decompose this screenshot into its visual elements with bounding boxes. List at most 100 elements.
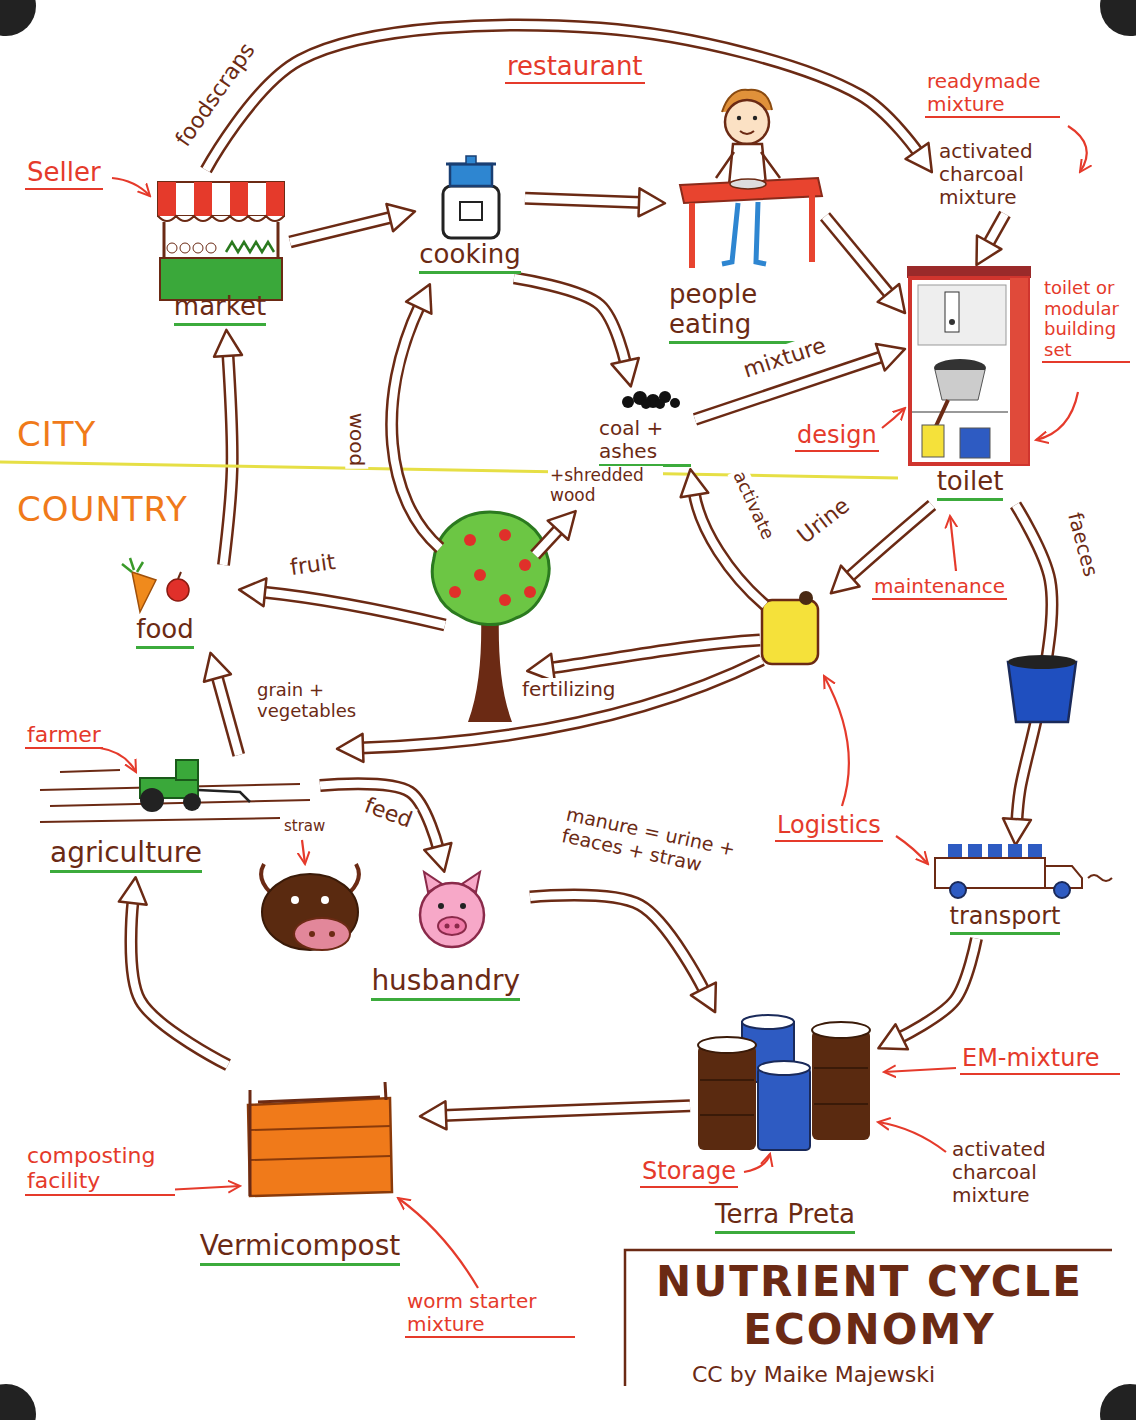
arrow-body — [825, 216, 890, 295]
transport-truck — [1054, 882, 1070, 898]
station-label: transport — [950, 903, 1061, 935]
cow-head — [294, 918, 350, 950]
flow-arrow — [290, 217, 393, 242]
apple-tree — [499, 594, 511, 606]
station-node: Terra Preta — [690, 1010, 880, 1238]
flow-arrow-drawing — [535, 528, 560, 555]
arrow-outline — [530, 895, 705, 992]
transport-truck — [950, 882, 966, 898]
role-label: Logistics — [775, 812, 883, 842]
role-label: Storage — [640, 1158, 738, 1188]
apple-tree — [468, 612, 512, 722]
station-node: agriculture — [30, 755, 320, 877]
pig-head — [438, 917, 466, 935]
station-label: food — [136, 615, 193, 649]
station-node: Vermicompost — [180, 1065, 420, 1270]
role-label: worm starter mixture — [405, 1290, 575, 1338]
pin-magnet — [1100, 0, 1136, 36]
flow-arrow — [217, 675, 239, 755]
transport-truck — [968, 844, 982, 858]
pig-head — [445, 924, 450, 929]
toilet-unit — [945, 292, 959, 332]
note-label: COUNTRY — [15, 490, 190, 529]
flow-arrow-drawing — [848, 505, 932, 578]
note-label: CITY — [15, 415, 98, 454]
storage-barrels — [698, 1037, 756, 1053]
market-stall — [193, 243, 203, 253]
arrow-body — [525, 198, 642, 202]
note-label: fertilizing — [520, 678, 618, 701]
food-icons — [122, 558, 189, 612]
storage-barrels — [812, 1022, 870, 1038]
apple-tree — [499, 529, 511, 541]
transport-truck — [1028, 844, 1042, 858]
arrow-outline — [224, 353, 233, 565]
transport-truck — [1088, 875, 1112, 881]
flow-arrow — [530, 895, 705, 992]
toilet-unit — [907, 266, 1031, 464]
role-label: readymade mixture — [925, 70, 1060, 118]
arrow-label: grain + vegetables — [255, 680, 380, 721]
leader-arrow — [896, 836, 928, 864]
urine-canister — [762, 591, 818, 664]
station-node: activated charcoal mixture — [935, 140, 1075, 214]
leader-arrow — [398, 1198, 478, 1288]
toilet-unit — [1010, 278, 1028, 464]
leader-arrow — [112, 178, 150, 196]
stove-pot — [460, 202, 482, 220]
leader-arrow — [882, 408, 905, 428]
cow-head — [321, 896, 329, 904]
apple-tree — [449, 586, 461, 598]
arrow-body — [206, 25, 919, 170]
flow-arrow — [825, 216, 890, 295]
coal-pile — [622, 391, 680, 409]
compost-crate — [248, 1098, 392, 1196]
station-node: transport — [910, 845, 1100, 939]
pig-head — [460, 903, 466, 909]
arrow-outline — [525, 198, 642, 202]
market-stall — [194, 182, 212, 216]
role-label: EM-mixture — [960, 1045, 1120, 1075]
role-label: maintenance — [872, 575, 1007, 600]
connector-group — [131, 25, 1052, 1115]
coal-pile — [622, 396, 634, 408]
arrow-label: feed — [359, 792, 417, 834]
note-label: CC by Maike Majewski — [690, 1362, 937, 1387]
note-label: +shredded wood — [548, 466, 663, 505]
stove-pot — [466, 156, 476, 164]
leader-arrow — [100, 748, 136, 772]
transport-truck — [935, 858, 1045, 888]
food-icons — [167, 579, 189, 601]
leader-arrow — [744, 1154, 770, 1172]
pig-head — [455, 924, 460, 929]
food-icons — [178, 572, 181, 579]
toilet-unit — [918, 285, 1006, 345]
station-label: market — [174, 292, 266, 326]
market-stall — [158, 216, 284, 221]
flow-arrow — [899, 939, 976, 1038]
station-label: activated charcoal mixture — [939, 140, 1071, 210]
storage-barrels — [698, 1045, 756, 1150]
food-icons — [122, 558, 143, 572]
stove-pot — [450, 164, 492, 186]
station-node: coal + ashes — [595, 385, 695, 471]
flow-arrow — [131, 900, 228, 1065]
transport-truck — [1008, 844, 1022, 858]
pin-magnet — [0, 0, 36, 36]
tractor-field — [40, 760, 310, 822]
flow-arrow-drawing — [262, 592, 445, 625]
apple-tree — [524, 586, 536, 598]
compost-crate — [258, 1097, 380, 1102]
toilet-unit — [910, 278, 1028, 464]
station-label: toilet — [937, 467, 1004, 501]
market-stall — [158, 182, 284, 300]
market-stall — [226, 242, 274, 252]
person-at-table — [730, 179, 766, 189]
urine-canister — [799, 591, 813, 605]
coal-pile — [655, 399, 665, 409]
coal-pile — [641, 399, 651, 409]
arrow-body — [988, 214, 1005, 245]
arrow-label: faeces — [1063, 508, 1103, 581]
note-label: activate — [728, 466, 779, 544]
